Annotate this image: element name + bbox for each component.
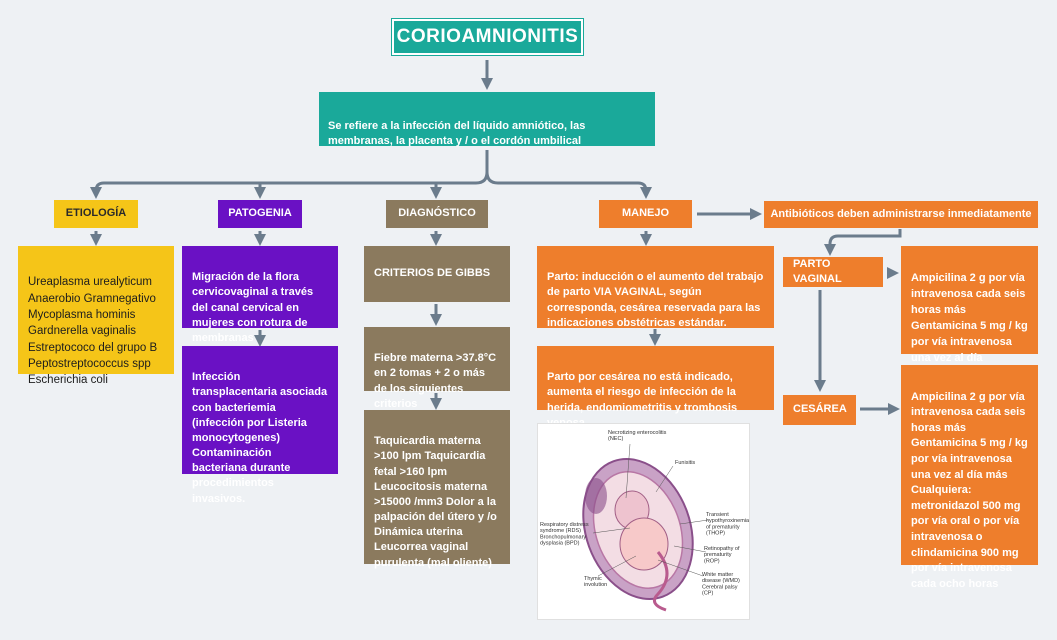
manejo-cesarea-nota: Parto por cesárea no está indicado, aume…: [537, 346, 774, 429]
fiebre-text: Fiebre materna >37.8°C en 2 tomas + 2 o …: [374, 352, 497, 410]
manejo-parto-text: Parto: inducción o el aumento del trabaj…: [547, 271, 764, 329]
manejo-cesarea-nota-text: Parto por cesárea no está indicado, aume…: [547, 371, 738, 429]
cesarea-box: CESÁREA: [783, 395, 856, 425]
criterios-lista-text: Taquicardia materna >100 lpm Taquicardia…: [374, 435, 497, 569]
criterios-label: CRITERIOS DE GIBBS: [374, 267, 491, 280]
antibioticos-text: Antibióticos deben administrarse inmedia…: [770, 207, 1032, 220]
title-box: CORIOAMNIONITIS: [392, 19, 583, 55]
label-nec: Necrotizing enterocolitis(NEC): [608, 430, 667, 442]
parto-vaginal-box: PARTO VAGINAL: [783, 257, 883, 287]
antibioticos-box: Antibióticos deben administrarse inmedia…: [764, 201, 1038, 228]
regimen-vaginal: Ampicilina 2 g por vía intravenosa cada …: [901, 246, 1038, 364]
etiologia-organisms: Ureaplasma urealyticum Anaerobio Gramneg…: [18, 246, 174, 386]
patogenia-transplacentaria: Infección transplacentaria asociada con …: [182, 346, 338, 505]
fiebre-materna: Fiebre materna >37.8°C en 2 tomas + 2 o …: [364, 327, 510, 410]
diagram-title: CORIOAMNIONITIS: [396, 25, 579, 47]
fetal-complications-figure: Necrotizing enterocolitis(NEC) Funisitis…: [537, 423, 750, 620]
patogenia-label: PATOGENIA: [228, 207, 292, 220]
diagnostico-label: DIAGNÓSTICO: [398, 207, 476, 220]
regimen-cesarea: Ampicilina 2 g por vía intravenosa cada …: [901, 365, 1038, 590]
criterios-gibbs: CRITERIOS DE GIBBS: [364, 246, 510, 302]
patogenia-header: PATOGENIA: [218, 200, 302, 228]
definition-box: Se refiere a la infección del líquido am…: [319, 92, 655, 148]
label-funisitis: Funisitis: [675, 460, 695, 466]
branch-connector: [94, 150, 648, 192]
manejo-label: MANEJO: [621, 207, 670, 220]
cesarea-label: CESÁREA: [793, 403, 847, 416]
regimen-cesarea-text: Ampicilina 2 g por vía intravenosa cada …: [911, 390, 1028, 590]
etiologia-label: ETIOLOGÍA: [65, 207, 127, 220]
definition-text: Se refiere a la infección del líquido am…: [328, 120, 586, 148]
patogenia-transplacentaria-text: Infección transplacentaria asociada con …: [192, 371, 328, 505]
arrow-antibioticos-parto: [824, 229, 902, 256]
organisms-list: Ureaplasma urealyticum Anaerobio Gramneg…: [28, 276, 158, 387]
uterus-illustration: Necrotizing enterocolitis(NEC) Funisitis…: [540, 430, 750, 612]
manejo-parto: Parto: inducción o el aumento del trabaj…: [537, 246, 774, 329]
patogenia-ascendente-text: Migración de la flora cervicovaginal a t…: [192, 271, 314, 344]
manejo-header: MANEJO: [599, 200, 692, 228]
diagnostico-header: DIAGNÓSTICO: [386, 200, 488, 228]
parto-vaginal-label: PARTO VAGINAL: [793, 257, 842, 285]
patogenia-ascendente: Migración de la flora cervicovaginal a t…: [182, 246, 338, 344]
etiologia-header: ETIOLOGÍA: [54, 200, 138, 228]
regimen-vaginal-text: Ampicilina 2 g por vía intravenosa cada …: [911, 271, 1028, 364]
criterios-lista: Taquicardia materna >100 lpm Taquicardia…: [364, 410, 510, 569]
